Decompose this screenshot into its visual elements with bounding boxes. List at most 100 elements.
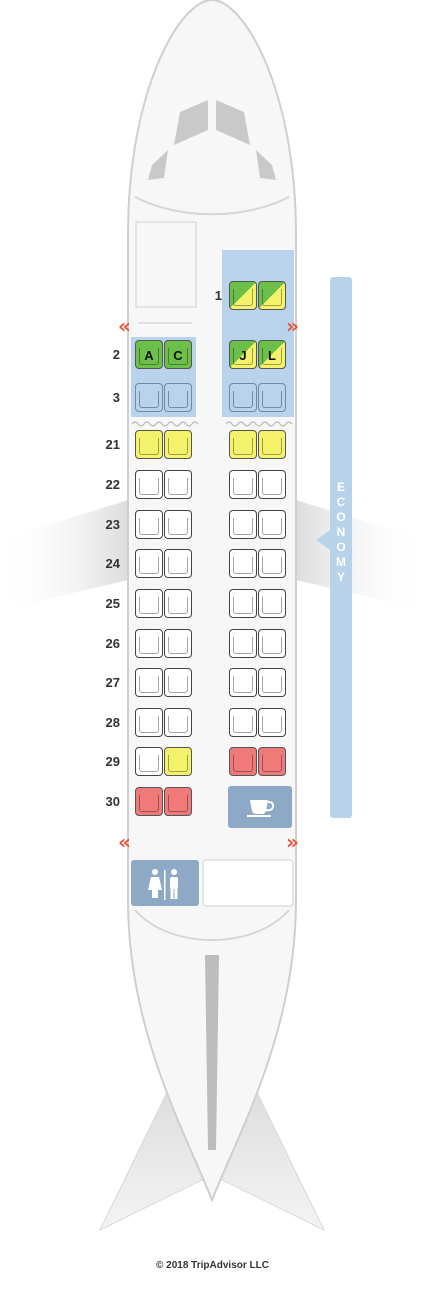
seat-cushion — [139, 597, 159, 614]
economy-label-letter: O — [336, 540, 346, 554]
seat-29J[interactable] — [229, 747, 257, 776]
seat-25C[interactable] — [164, 589, 192, 618]
seat-cushion — [262, 348, 282, 365]
seat-cushion — [139, 348, 159, 365]
seat-26L[interactable] — [258, 629, 286, 658]
row-number: 24 — [105, 556, 120, 571]
seat-21J[interactable] — [229, 430, 257, 459]
cockpit-window — [256, 150, 276, 180]
seat-cushion — [168, 637, 188, 654]
right-wing — [296, 500, 425, 610]
seat-23A[interactable] — [135, 510, 163, 539]
seat-28L[interactable] — [258, 708, 286, 737]
seat-25L[interactable] — [258, 589, 286, 618]
row-number: 28 — [105, 715, 120, 730]
seat-cushion — [233, 637, 253, 654]
seat-cushion — [233, 438, 253, 455]
economy-label-letter: Y — [336, 570, 345, 584]
seat-29L[interactable] — [258, 747, 286, 776]
seat-23L[interactable] — [258, 510, 286, 539]
seat-cushion — [139, 518, 159, 535]
seat-25A[interactable] — [135, 589, 163, 618]
seat-27A[interactable] — [135, 668, 163, 697]
seat-cushion — [233, 755, 253, 772]
seat-cushion — [233, 716, 253, 733]
copyright: © 2018 TripAdvisor LLC — [156, 1260, 269, 1271]
seat-letter: L — [268, 348, 276, 363]
seat-22C[interactable] — [164, 470, 192, 499]
seat-26C[interactable] — [164, 629, 192, 658]
row-number: 3 — [112, 390, 120, 405]
seat-30C[interactable] — [164, 787, 192, 816]
seat-letter: J — [239, 348, 247, 363]
seat-3A[interactable] — [135, 383, 163, 412]
exit-arrow-right-icon: » — [286, 830, 299, 854]
seat-21L[interactable] — [258, 430, 286, 459]
exit-arrow-left-icon: « — [118, 830, 131, 854]
row-number: 27 — [105, 675, 120, 690]
seat-3J[interactable] — [229, 383, 257, 412]
seat-cushion — [139, 438, 159, 455]
seat-24J[interactable] — [229, 549, 257, 578]
seat-22A[interactable] — [135, 470, 163, 499]
seat-cushion — [168, 557, 188, 574]
economy-label-letter: O — [336, 510, 346, 524]
seat-27L[interactable] — [258, 668, 286, 697]
restroom-icon — [148, 869, 178, 900]
cockpit-window — [148, 150, 168, 180]
seat-22L[interactable] — [258, 470, 286, 499]
seat-2J[interactable]: J — [229, 340, 257, 369]
seat-cushion — [139, 478, 159, 495]
seat-29C[interactable] — [164, 747, 192, 776]
seat-28A[interactable] — [135, 708, 163, 737]
seat-21A[interactable] — [135, 430, 163, 459]
seat-24C[interactable] — [164, 549, 192, 578]
row-number: 21 — [105, 437, 120, 452]
seat-28J[interactable] — [229, 708, 257, 737]
seat-23C[interactable] — [164, 510, 192, 539]
seat-3C[interactable] — [164, 383, 192, 412]
exit-arrow-left-icon: « — [118, 314, 131, 338]
seat-30A[interactable] — [135, 787, 163, 816]
seat-21C[interactable] — [164, 430, 192, 459]
seat-cushion — [168, 716, 188, 733]
seat-23J[interactable] — [229, 510, 257, 539]
seat-cushion — [262, 289, 282, 306]
seat-27J[interactable] — [229, 668, 257, 697]
seat-cushion — [262, 557, 282, 574]
cockpit-window — [216, 100, 250, 145]
galley — [228, 786, 292, 828]
seat-cushion — [233, 557, 253, 574]
seat-cushion — [233, 289, 253, 306]
seat-cushion — [233, 478, 253, 495]
seat-cushion — [262, 637, 282, 654]
cockpit-window — [174, 100, 208, 145]
seat-cushion — [168, 676, 188, 693]
seat-2C[interactable]: C — [164, 340, 192, 369]
seat-cushion — [168, 438, 188, 455]
economy-label-letter: M — [336, 555, 346, 569]
seat-24A[interactable] — [135, 549, 163, 578]
seat-1L[interactable] — [258, 281, 286, 310]
seat-cushion — [262, 478, 282, 495]
seat-cushion — [139, 755, 159, 772]
seat-cushion — [262, 676, 282, 693]
seat-cushion — [168, 795, 188, 812]
lavatory — [131, 860, 199, 906]
seat-29A[interactable] — [135, 747, 163, 776]
seat-3L[interactable] — [258, 383, 286, 412]
row-number: 22 — [105, 477, 120, 492]
seat-cushion — [233, 597, 253, 614]
seat-26J[interactable] — [229, 629, 257, 658]
seat-24L[interactable] — [258, 549, 286, 578]
seat-1J[interactable] — [229, 281, 257, 310]
seat-27C[interactable] — [164, 668, 192, 697]
seat-28C[interactable] — [164, 708, 192, 737]
seat-25J[interactable] — [229, 589, 257, 618]
seat-26A[interactable] — [135, 629, 163, 658]
seat-2A[interactable]: A — [135, 340, 163, 369]
seat-2L[interactable]: L — [258, 340, 286, 369]
seat-22J[interactable] — [229, 470, 257, 499]
